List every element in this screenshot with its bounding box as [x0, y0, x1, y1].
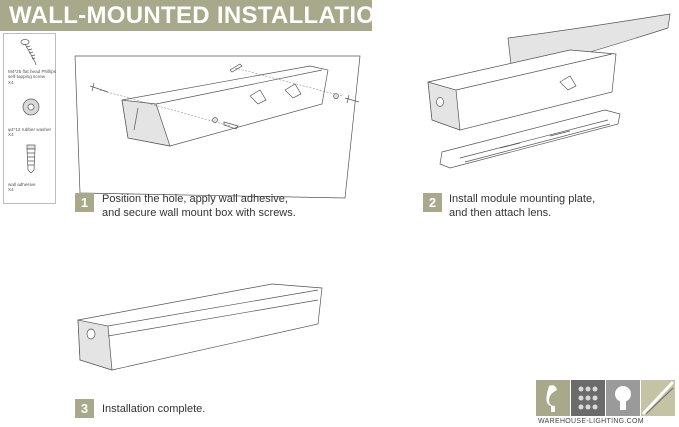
step1-number: 1 [75, 193, 94, 212]
fixture-complete [77, 283, 323, 371]
anchor-left [223, 121, 239, 130]
part-label-washer: φ4*12 rubber washer [8, 127, 52, 132]
step3-number: 3 [75, 399, 94, 418]
header-band [0, 0, 372, 31]
page-title: WALL-MOUNTED INSTALLATION [9, 2, 393, 29]
part-qty-adhesive: X4 [8, 187, 14, 193]
washer-right [333, 93, 339, 99]
screw-icon [20, 39, 37, 66]
brand-logo [536, 380, 675, 416]
mounting-plate [439, 109, 621, 169]
step1-text: Position the hole, apply wall adhesive, … [102, 193, 296, 219]
brand-text: WAREHOUSE-LIGHTING.COM [538, 418, 644, 425]
part-label-adhesive: wall adhesive [8, 182, 36, 187]
part-qty-washer: X4 [8, 132, 14, 138]
anchor-right [229, 63, 243, 73]
screw-left [89, 82, 109, 93]
screw-right [344, 94, 360, 104]
part-label-screw: M4*25 flat head Phillips self-tapping sc… [8, 69, 57, 80]
step2-text: Install module mounting plate, and then … [449, 193, 596, 219]
step1-illustration [74, 55, 361, 199]
part-qty-screw: X4 [8, 79, 14, 85]
parts-list: M4*25 flat head Phillips self-tapping sc… [3, 33, 56, 204]
step3-text: Installation complete. [102, 403, 206, 415]
washer-left [212, 117, 218, 123]
washer-icon [22, 98, 40, 116]
step2-illustration [427, 13, 671, 169]
step2-number: 2 [423, 193, 442, 212]
wall-anchor-icon [26, 144, 36, 174]
step3-illustration [77, 283, 323, 371]
